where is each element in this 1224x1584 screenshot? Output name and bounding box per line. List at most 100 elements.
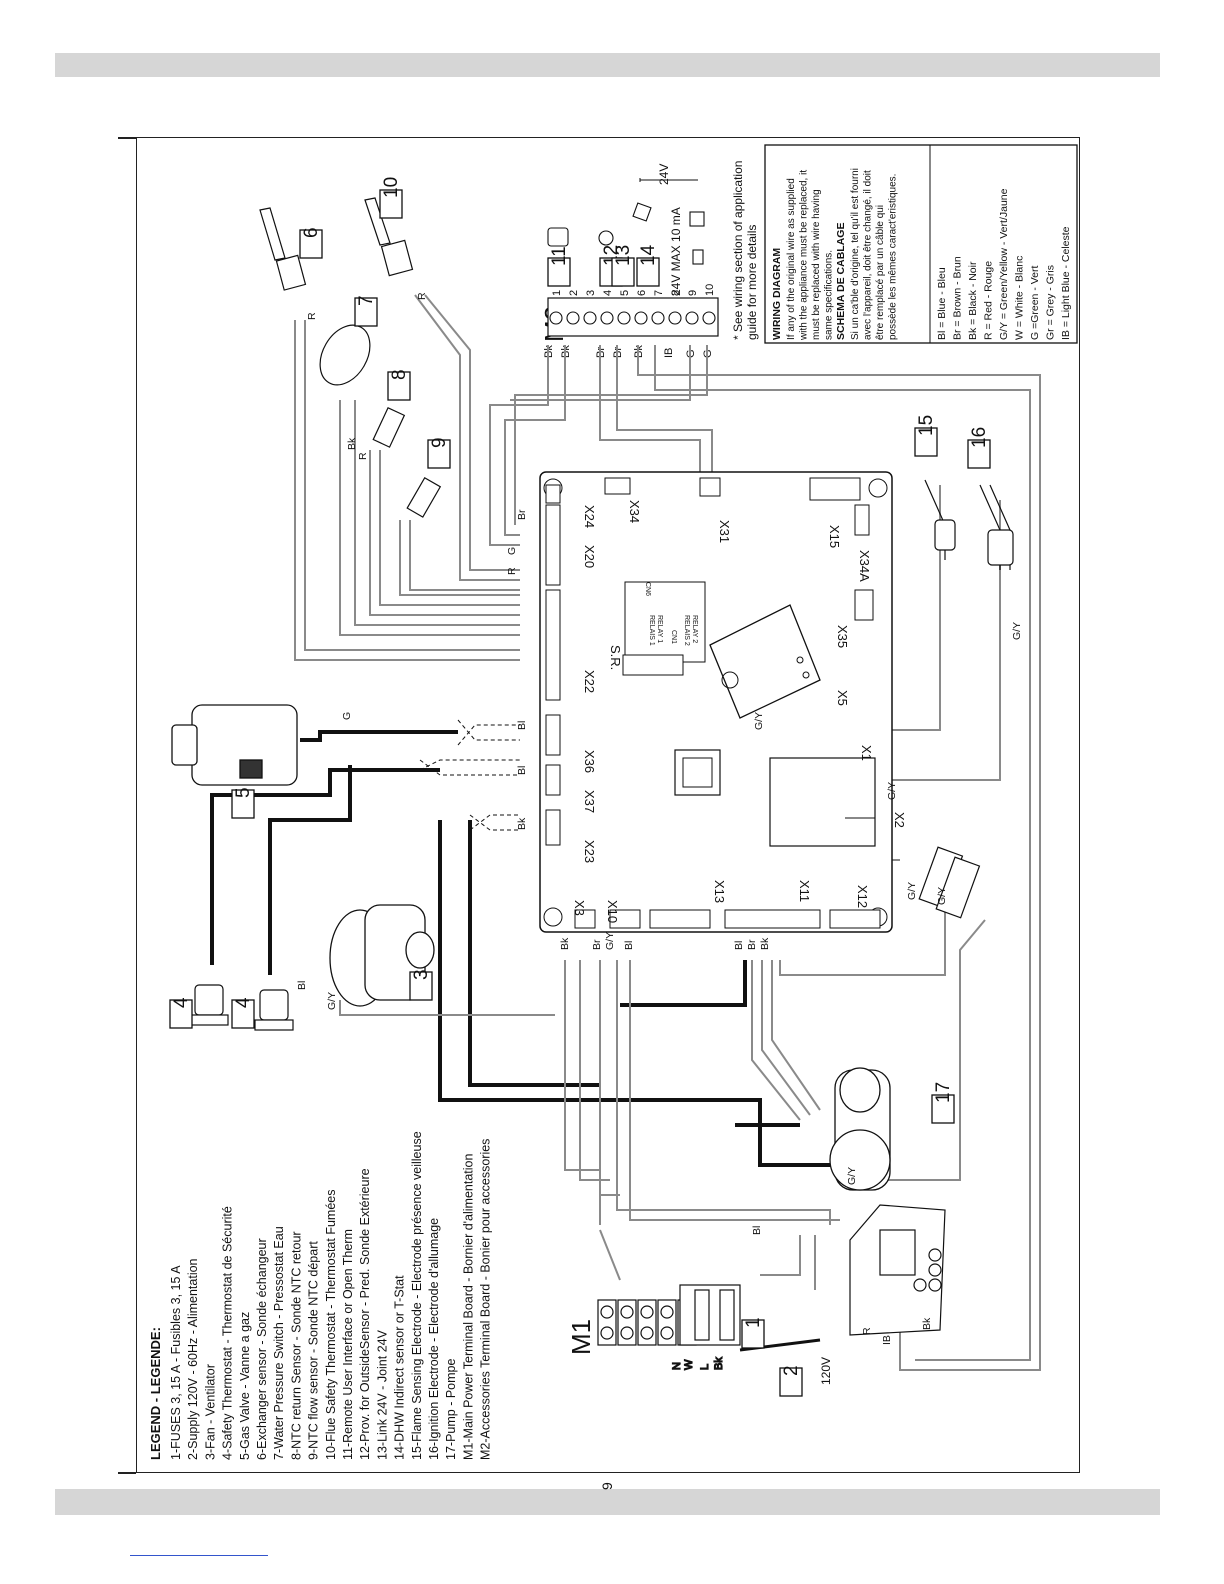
application-note-line: guide for more details [745,225,759,340]
connector-label: X20 [582,545,597,568]
m2-terminal-number: 8 [670,290,682,296]
wiring-note-line-en: must be replaced with wire having [811,189,822,340]
wiring-note-line-fr: possède les mêmes caract'eristiques. [888,174,899,340]
board-connector [545,504,561,586]
footer-link-underline[interactable] [130,1555,268,1556]
legend-item: 4-Safety Thermostat - Thermostat de Sécu… [221,1206,235,1460]
connector-label: X36 [582,750,597,773]
legend-item: 16-Ignition Electrode - Electrode d'allu… [427,1218,441,1460]
wire-code: R [861,1327,873,1335]
component-number: 2 [781,1365,802,1376]
component-number-box: 2 [779,1365,803,1397]
m2-terminal-screw [600,311,614,325]
connector-label: X34 [627,500,642,523]
color-key-entry: W = White - Blanc [1014,256,1026,340]
m2-rating: 24V MAX 10 mA [669,207,683,296]
legend-title: LEGEND - LEGENDE: [148,1327,163,1460]
wire-code: R [306,312,318,320]
color-key-entry: R = Red - Rouge [983,261,995,340]
connector-label: X5 [835,690,850,706]
board-connector [574,909,596,929]
component-number-box: 6 [299,227,323,259]
wiring-note-line-fr: Si un ca'ble d'origine, tel qu'il est fo… [850,168,861,340]
m2-accessory-symbols [547,202,705,265]
component-number: 7 [356,295,377,306]
legend: LEGEND - LEGENDE: 1-FUSES 3, 15 A - Fusi… [148,1131,493,1460]
color-key-entry: G/Y = Green/Yellow - Vert/Jaune [998,188,1010,340]
wire-code: G/Y [886,782,898,800]
board-connector [545,714,561,756]
m2-terminal-screw [634,311,648,325]
component-number-box: 11 [547,246,571,287]
m1-terminal-label: L [699,1364,711,1370]
component-number-box: 10 [379,177,403,219]
board-connector [609,909,641,929]
component-number: 8 [389,369,410,380]
frame-tick [118,137,136,139]
pump [829,1067,891,1191]
electrodes [924,479,1014,570]
connector-label: X11 [797,880,812,902]
connector-label: X3 [572,900,587,916]
connector-label: X22 [582,670,597,693]
wire-code: Bl [516,766,528,775]
connector-label: X1 [859,745,874,761]
wire-code: Bk [759,937,771,950]
component-number: 13 [613,245,634,266]
wire-code: G/Y [936,887,948,905]
m2-terminal-screw [685,311,699,325]
connector-label: X10 [605,900,620,923]
color-key-entry: Gr = Grey - Gris [1045,265,1057,340]
color-key-entry: Br = Brown - Brun [952,256,964,340]
wire-code: Bk [921,1317,933,1330]
legend-item: 8-NTC return Sensor - Sonde NTC retour [289,1231,303,1460]
board-label-relay2b: RELAY 2 [691,615,698,643]
wire-code: Br [516,509,528,520]
legend-item: 5-Gas Valve - Vanne a gaz [238,1312,252,1460]
board-label-sr: S.R. [608,645,623,670]
color-key-entry: G =Green - Vert [1029,266,1041,340]
legend-item: 1-FUSES 3, 15 A - Fusibles 3, 15 A [169,1265,183,1460]
connector-label: X12 [855,885,870,908]
ground-junction [918,846,981,919]
component-number-box: 4 [169,997,193,1029]
m1-terminal-label: W [683,1359,695,1370]
diagram-frame [136,137,1080,1473]
wire-code: Bk [559,937,571,950]
component-number-box: 16 [967,427,991,469]
wire-code: Bk [516,817,528,830]
legend-item: 2-Supply 120V - 60Hz - Alimentation [186,1258,200,1460]
board-label-cn6: CN6 [644,582,651,596]
wiring-note-title-en: WIRING DIAGRAM [771,248,783,340]
m1-terminal-label: N [671,1362,683,1370]
wire-code: G/Y [753,712,765,730]
m2-terminal-screw [617,311,631,325]
m2-terminal-screw [702,311,716,325]
component-number: 15 [916,415,937,436]
connector-label: X23 [582,840,597,863]
legend-item: M1-Main Power Terminal Board - Bornier d… [461,1154,475,1460]
component-number: 4 [233,997,254,1008]
wiring-note-line-fr: avec l'appareil, doit être changé, il do… [863,170,874,340]
m2-terminal-number: 6 [636,290,648,296]
connector-label: X15 [827,525,842,548]
wiring-note-line-en: with the appliance must be replaced, it [799,170,810,341]
board-label-relay2: RELAIS 2 [683,615,690,646]
component-number: 9 [429,437,450,448]
component-number: 11 [549,246,570,266]
m2-terminal-number: 5 [619,290,631,296]
board-connector [829,909,881,929]
component-number-box: 15 [914,415,938,457]
wire-code: G/Y [906,882,918,900]
wire-code: R [416,292,428,300]
component-number-box: 9 [427,437,451,469]
wire-code: Bl [296,981,308,990]
footer-band [55,1489,1160,1515]
board-label-cn1: CN1 [670,630,677,644]
legend-item: 9-NTC flow sensor - Sonde NTC départ [307,1241,321,1460]
m2-terminal-number: 1 [551,290,563,296]
